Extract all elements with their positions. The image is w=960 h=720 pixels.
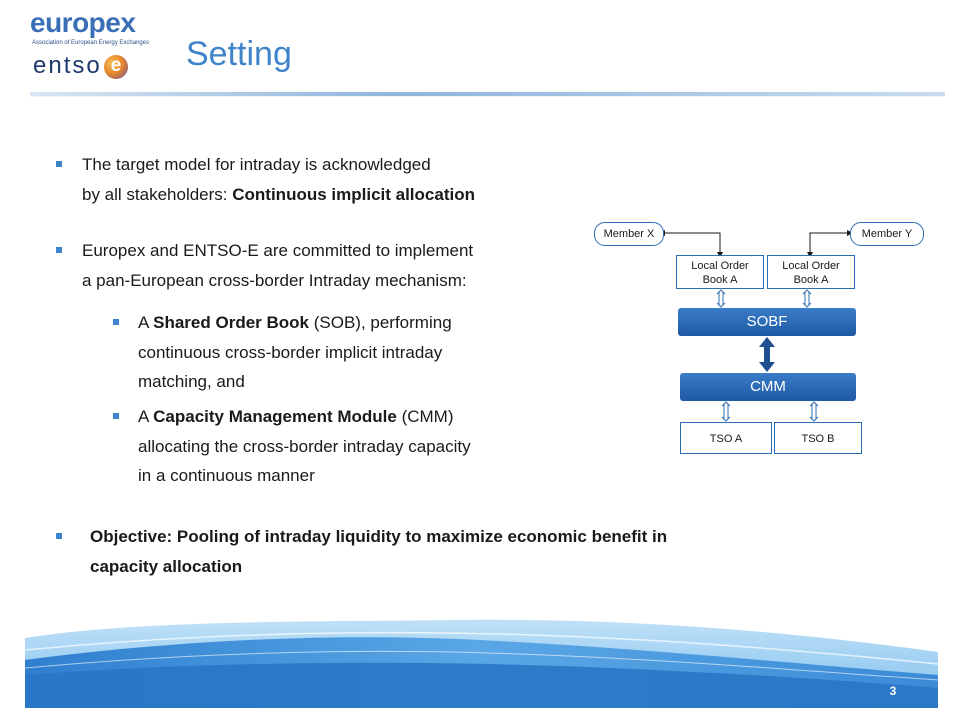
bullet-line: The target model for intraday is acknowl… (82, 155, 431, 174)
slide-title: Setting (186, 35, 292, 73)
bullet-square-icon (56, 247, 62, 253)
entsoe-logo-mark: e (104, 55, 128, 79)
bullet-bold-text: Continuous implicit allocation (232, 184, 475, 204)
bullet-target-model: The target model for intraday is acknowl… (56, 150, 602, 210)
bullet-line: capacity allocation (90, 556, 243, 576)
bullet-line: continuous cross-border implicit intrada… (138, 342, 443, 362)
bullet-text: (SOB), performing (309, 313, 452, 332)
europex-logo-tagline: Association of European Energy Exchanges (32, 40, 150, 46)
bullet-text: A (138, 407, 154, 426)
europex-logo: europex Association of European Energy E… (30, 8, 160, 52)
bullet-square-icon (56, 533, 62, 539)
bullet-line: by all stakeholders: Continuous implicit… (82, 180, 602, 210)
member-x-node: Member X (594, 222, 664, 246)
bullet-line: A Capacity Management Module (CMM) (138, 402, 578, 432)
footer-wave-decoration (24, 619, 939, 708)
lob-label-line: Local Order (691, 260, 749, 272)
local-order-book-2: Local Order Book A (767, 255, 855, 289)
title-divider (30, 92, 945, 97)
sobf-bar: SOBF (678, 308, 856, 336)
lob2-sobf-double-arrow-icon (802, 289, 812, 308)
lob-label-line: Local Order (782, 260, 840, 272)
sub-bullet-capacity-module: A Capacity Management Module (CMM) alloc… (113, 402, 578, 491)
bullet-line: allocating the cross-border intraday cap… (138, 436, 471, 456)
bullet-line: Europex and ENTSO-E are committed to imp… (82, 241, 474, 260)
entsoe-logo: entso e (33, 52, 133, 82)
cmm-tso-a-double-arrow-icon (721, 401, 731, 422)
bullet-bold-text: Shared Order Book (153, 313, 309, 332)
bullet-bold-text: Capacity Management Module (153, 407, 397, 426)
page-number: 3 (889, 684, 897, 698)
bullet-square-icon (113, 319, 119, 325)
local-order-book-1: Local Order Book A (676, 255, 764, 289)
member-y-node: Member Y (850, 222, 924, 246)
europex-logo-word: europex (30, 7, 136, 38)
bullet-line: a pan-European cross-border Intraday mec… (82, 270, 467, 290)
bullet-line: Objective: Pooling of intraday liquidity… (90, 527, 668, 546)
sub-bullet-shared-order-book: A Shared Order Book (SOB), performing co… (113, 308, 578, 397)
tso-a-box: TSO A (680, 422, 772, 454)
bullet-text: A (138, 313, 154, 332)
bullet-objective: Objective: Pooling of intraday liquidity… (56, 522, 850, 581)
lob-label-line: Book A (702, 274, 738, 286)
cmm-tso-b-double-arrow-icon (809, 401, 819, 422)
bullet-text: by all stakeholders: (82, 184, 233, 204)
bullet-line: A Shared Order Book (SOB), performing (138, 308, 578, 338)
entsoe-logo-word: entso (33, 52, 102, 79)
sobf-cmm-arrow-icon (759, 337, 775, 372)
member-y-connector (807, 230, 853, 258)
bullet-line: matching, and (138, 372, 245, 391)
bullet-line: in a continuous manner (138, 466, 315, 485)
cmm-bar: CMM (680, 373, 856, 401)
lob1-sobf-double-arrow-icon (716, 289, 726, 308)
bullet-square-icon (56, 161, 62, 167)
bullet-square-icon (113, 413, 119, 419)
bullet-commitment: Europex and ENTSO-E are committed to imp… (56, 236, 602, 295)
tso-b-box: TSO B (774, 422, 862, 454)
member-x-connector (659, 230, 723, 258)
bullet-text: (CMM) (396, 407, 454, 426)
lob-label-line: Book A (793, 274, 829, 286)
